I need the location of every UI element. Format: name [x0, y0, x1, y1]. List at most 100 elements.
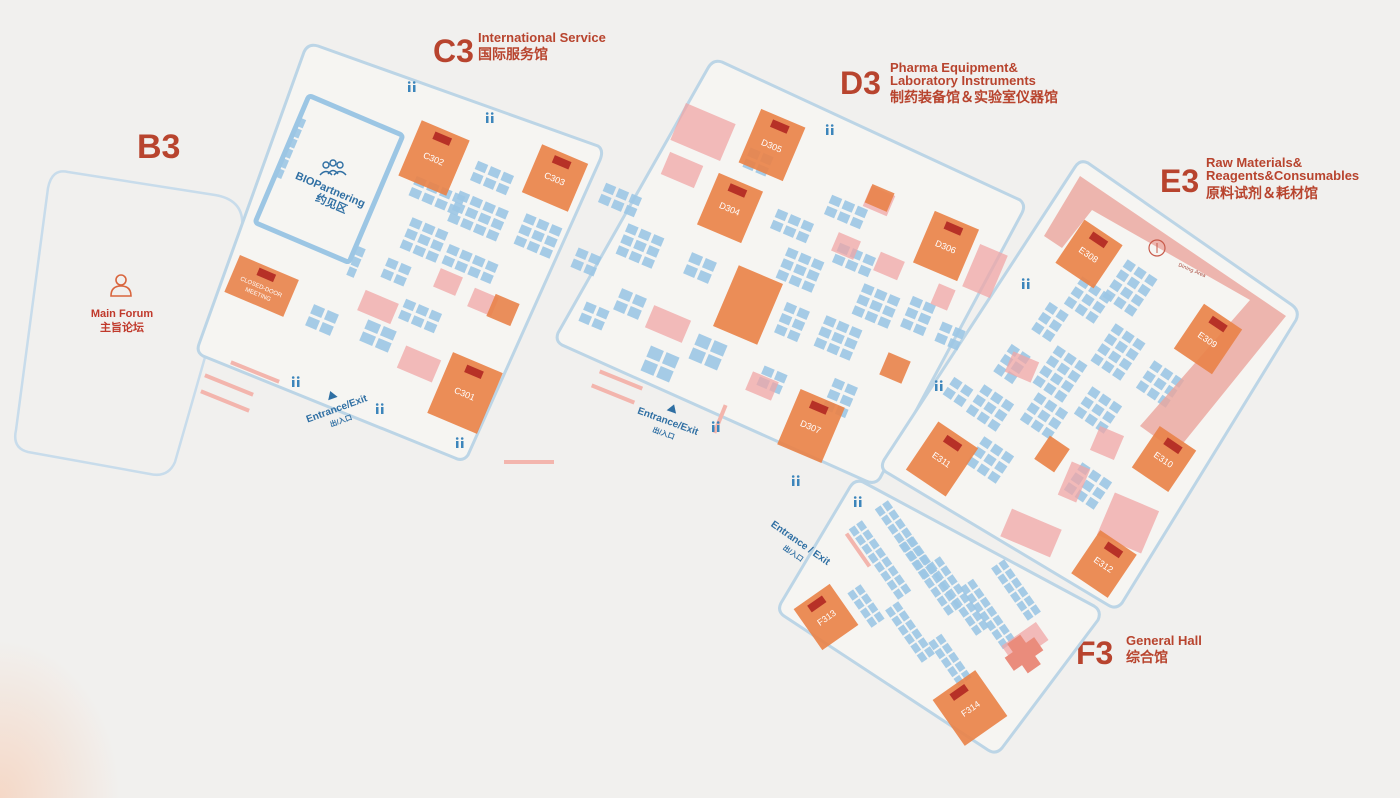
- booth-cell[interactable]: [918, 554, 930, 566]
- booth-cell[interactable]: [1019, 412, 1034, 426]
- booth-cell[interactable]: [839, 348, 854, 361]
- booth-f313[interactable]: F313: [793, 583, 859, 651]
- booth-cell[interactable]: [474, 160, 489, 174]
- booth-cell[interactable]: [1124, 303, 1138, 317]
- booth-cell[interactable]: [948, 651, 960, 664]
- booth-cell[interactable]: [1122, 259, 1136, 273]
- booth-cell[interactable]: [709, 340, 728, 357]
- booth-cell[interactable]: [1054, 406, 1069, 420]
- booth-cell[interactable]: [990, 391, 1004, 405]
- booth-cell[interactable]: [891, 615, 903, 627]
- booth-cell[interactable]: [397, 262, 412, 276]
- booth-cell[interactable]: [769, 219, 784, 233]
- booth-cell[interactable]: [953, 583, 964, 595]
- booth-cell[interactable]: [951, 326, 966, 340]
- booth-cell[interactable]: [595, 306, 610, 320]
- booth-cell[interactable]: [1085, 310, 1099, 324]
- booth-cell[interactable]: [1004, 371, 1018, 385]
- booth-cell[interactable]: [628, 193, 643, 207]
- booth-cell[interactable]: [447, 212, 461, 226]
- booth-cell[interactable]: [851, 305, 866, 318]
- booth-cell[interactable]: [464, 206, 479, 220]
- booth-cell[interactable]: [704, 353, 722, 371]
- booth-cell[interactable]: [602, 182, 617, 196]
- booth-cell[interactable]: [978, 610, 990, 623]
- booth-cell[interactable]: [637, 228, 652, 242]
- booth-cell[interactable]: [853, 598, 865, 610]
- booth-cell[interactable]: [1049, 372, 1064, 386]
- booth-cell[interactable]: [877, 316, 892, 329]
- booth-cell[interactable]: [949, 376, 963, 390]
- booth-cell[interactable]: [775, 269, 790, 282]
- booth-cell[interactable]: [856, 520, 868, 532]
- booth-cell[interactable]: [544, 235, 558, 248]
- booth-cell[interactable]: [1037, 409, 1051, 423]
- booth-c302[interactable]: C302: [398, 120, 470, 196]
- booth-cell[interactable]: [874, 505, 886, 517]
- booth-d306[interactable]: D306: [912, 210, 980, 282]
- booth-cell[interactable]: [415, 304, 430, 317]
- booth-cell[interactable]: [421, 192, 436, 206]
- booth-cell[interactable]: [380, 268, 395, 282]
- booth-cell[interactable]: [688, 252, 704, 267]
- booth-cell[interactable]: [894, 574, 905, 586]
- booth-cell[interactable]: [1135, 380, 1150, 394]
- booth-cell[interactable]: [597, 193, 612, 207]
- booth-cell[interactable]: [1107, 350, 1122, 364]
- booth-cell[interactable]: [469, 171, 484, 185]
- booth-cell[interactable]: [942, 386, 956, 400]
- booth-cell[interactable]: [874, 561, 885, 573]
- booth-cell[interactable]: [867, 602, 879, 614]
- booth-cell[interactable]: [434, 228, 449, 241]
- booth-cell[interactable]: [434, 197, 448, 211]
- booth-cell[interactable]: [911, 628, 923, 640]
- booth-cell[interactable]: [983, 453, 997, 467]
- booth-c303[interactable]: C303: [521, 144, 589, 212]
- booth-cell[interactable]: [885, 606, 896, 618]
- booth-cell[interactable]: [1010, 591, 1021, 603]
- booth-cell[interactable]: [959, 592, 971, 604]
- booth-cell[interactable]: [633, 239, 647, 253]
- booth-cell[interactable]: [991, 628, 1003, 641]
- booth-cell[interactable]: [990, 443, 1004, 457]
- booth-cell[interactable]: [640, 359, 659, 376]
- booth-cell[interactable]: [900, 583, 912, 595]
- booth-cell[interactable]: [1112, 367, 1126, 381]
- booth-cell[interactable]: [869, 299, 883, 313]
- booth-cell[interactable]: [947, 337, 961, 351]
- booth-cell[interactable]: [477, 212, 492, 226]
- booth-cell[interactable]: [965, 601, 977, 613]
- booth-cell[interactable]: [397, 309, 412, 323]
- closed-door-meeting-room[interactable]: CLOSED-DOOR MEETING: [224, 255, 299, 317]
- booth-cell[interactable]: [1067, 369, 1081, 383]
- booth-cell[interactable]: [797, 252, 812, 266]
- booth-cell[interactable]: [774, 324, 788, 337]
- booth-cell[interactable]: [924, 577, 935, 589]
- booth-cell[interactable]: [861, 543, 873, 555]
- booth-cell[interactable]: [986, 605, 998, 618]
- booth-cell[interactable]: [881, 556, 893, 568]
- booth-cell[interactable]: [905, 550, 916, 562]
- booth-cell[interactable]: [976, 463, 990, 477]
- booth-cell[interactable]: [628, 250, 643, 264]
- booth-cell[interactable]: [1098, 290, 1113, 304]
- booth-cell[interactable]: [941, 642, 953, 655]
- booth-cell[interactable]: [966, 592, 978, 605]
- booth-cell[interactable]: [940, 656, 952, 669]
- booth-cell[interactable]: [828, 194, 843, 208]
- booth-cell[interactable]: [688, 347, 707, 364]
- booth-cell[interactable]: [887, 565, 899, 577]
- booth-cell[interactable]: [1074, 303, 1088, 317]
- booth-cell[interactable]: [374, 337, 392, 353]
- booth-cell[interactable]: [610, 199, 625, 212]
- booth-cell[interactable]: [408, 187, 423, 200]
- booth-cell[interactable]: [1030, 419, 1044, 433]
- booth-cell[interactable]: [835, 320, 850, 334]
- booth-cell[interactable]: [1084, 413, 1098, 427]
- booth-cell[interactable]: [1043, 382, 1057, 396]
- booth-cell[interactable]: [425, 250, 440, 263]
- booth-cell[interactable]: [881, 514, 892, 526]
- booth-cell[interactable]: [1109, 279, 1123, 293]
- booth-cell[interactable]: [847, 589, 859, 601]
- booth-cell[interactable]: [860, 607, 871, 619]
